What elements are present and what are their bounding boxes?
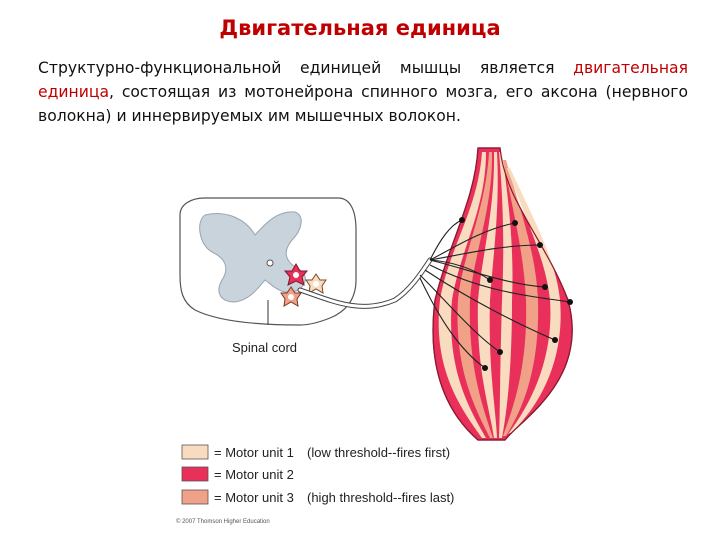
legend-note-1: (low threshold--fires first)	[307, 445, 450, 460]
junction-dot	[459, 217, 465, 223]
axon	[429, 219, 463, 261]
axon	[419, 277, 486, 369]
motor-neuron-3	[280, 286, 302, 307]
legend-swatch-3	[181, 489, 209, 505]
spinal-cord-label: Spinal cord	[232, 340, 297, 355]
legend-note-3: (high threshold--fires last)	[307, 490, 454, 505]
legend-label-2: = Motor unit 2	[214, 467, 294, 482]
muscle-fiber	[507, 168, 561, 434]
neuromuscular-junctions	[459, 217, 573, 371]
junction-dot	[552, 337, 558, 343]
junction-dot	[537, 242, 543, 248]
axon	[429, 259, 491, 281]
intro-paragraph: Структурно-функциональной единицей мышцы…	[38, 56, 688, 128]
spinal-cord	[179, 197, 357, 326]
muscle	[432, 147, 573, 441]
axon	[429, 222, 516, 261]
junction-dot	[542, 284, 548, 290]
legend-label-3: = Motor unit 3	[214, 490, 294, 505]
intro-text-part2: , состоящая из мотонейрона спинного мозг…	[38, 83, 688, 125]
junction-dot	[567, 299, 573, 305]
legend-swatch-1	[181, 444, 209, 460]
muscle-outline	[432, 147, 573, 441]
axon	[424, 269, 556, 341]
junction-dot	[482, 365, 488, 371]
motor-neuron-2	[305, 273, 327, 294]
axon	[429, 259, 546, 288]
nerve-fibers	[297, 219, 571, 369]
muscle-fiber	[503, 160, 539, 436]
junction-dot	[512, 220, 518, 226]
motor-neuron-1	[283, 262, 309, 286]
legend-swatch-2	[181, 466, 209, 482]
junction-dot	[497, 349, 503, 355]
nerve-trunk-inner	[298, 258, 432, 308]
axon	[429, 244, 541, 261]
axon	[429, 264, 571, 303]
central-canal	[266, 259, 274, 267]
slide-title: Двигательная единица	[219, 16, 501, 40]
legend-label-1: = Motor unit 1	[214, 445, 294, 460]
muscle-fiber	[457, 152, 493, 438]
intro-text-part1: Структурно-функциональной единицей мышцы…	[38, 59, 574, 77]
intro-highlight: двигательная единица	[38, 59, 688, 101]
axon	[419, 274, 501, 353]
muscle-fiber	[499, 152, 513, 438]
copyright-note: © 2007 Thomson Higher Education	[176, 518, 270, 525]
junction-dot	[487, 277, 493, 283]
legend: = Motor unit 1 (low threshold--fires fir…	[181, 444, 454, 505]
muscle-fiber	[438, 152, 486, 438]
